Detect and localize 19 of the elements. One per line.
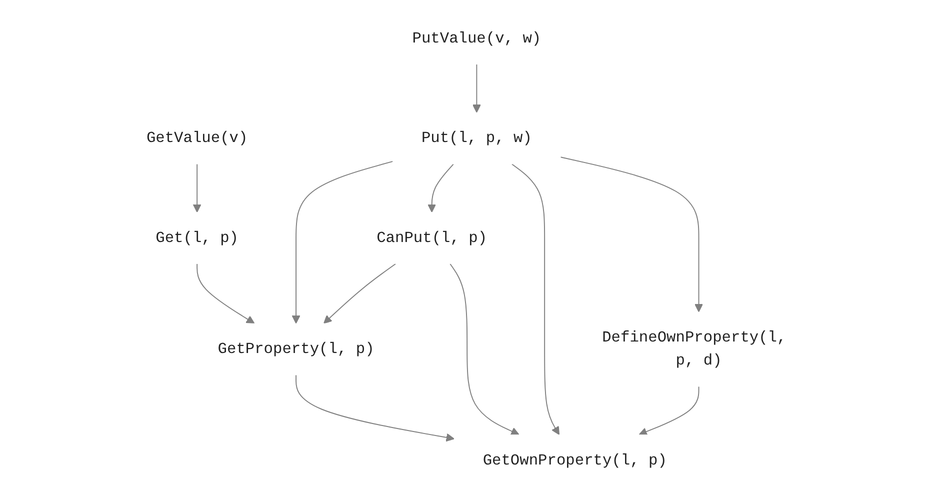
node-text: Get(l, p) — [155, 229, 238, 247]
node-text: PutValue(v, w) — [412, 30, 541, 48]
node-text: Put(l, p, w) — [421, 130, 532, 147]
arrow — [449, 263, 519, 436]
arrow — [192, 164, 201, 212]
node-text: GetProperty(l, p) — [217, 340, 374, 358]
arrow — [323, 263, 396, 324]
node-text: CanPut(l, p) — [376, 229, 487, 247]
arrow — [472, 64, 480, 113]
arrow — [196, 263, 254, 324]
arrow — [511, 164, 560, 435]
node-text: GetValue(v) — [146, 130, 248, 147]
node-text: DefineOwnProperty(l, p, d) — [602, 329, 786, 370]
arrow — [638, 386, 699, 436]
arrow — [291, 160, 393, 324]
arrow — [295, 374, 454, 442]
arrow — [560, 156, 703, 312]
node-text: GetOwnProperty(l, p) — [482, 452, 666, 470]
arrow — [427, 164, 454, 212]
